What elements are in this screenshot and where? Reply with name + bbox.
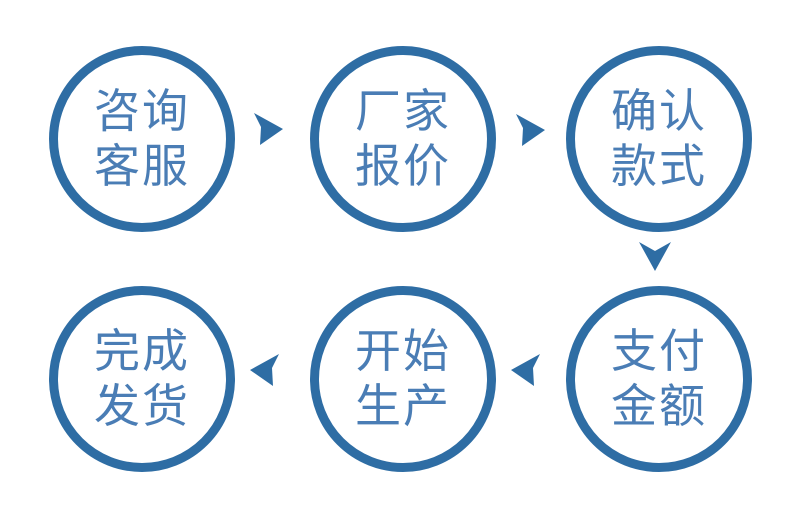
step-label-line: 咨询: [94, 84, 190, 137]
step-consult-support: 咨询 客服: [49, 46, 235, 232]
arrow-right-icon: [516, 114, 545, 146]
step-label-line: 发货: [94, 380, 190, 432]
step-start-production: 开始 生产: [310, 286, 496, 472]
step-complete-shipping: 完成 发货: [49, 286, 235, 472]
step-label-line: 支付: [611, 324, 707, 377]
step-label-line: 完成: [94, 324, 190, 377]
step-confirm-style: 确认 款式: [566, 46, 752, 232]
arrow-right-icon: [254, 113, 283, 145]
step-pay-amount: 支付 金额: [566, 286, 752, 472]
step-label-line: 金额: [611, 380, 707, 432]
step-label-line: 厂家: [355, 84, 451, 137]
step-label-line: 生产: [355, 380, 451, 432]
arrow-left-icon: [250, 354, 279, 386]
step-label-line: 开始: [355, 324, 451, 377]
step-factory-quote: 厂家 报价: [310, 46, 496, 232]
arrow-left-icon: [511, 354, 540, 386]
step-label-line: 确认: [611, 84, 707, 137]
step-label-line: 客服: [94, 140, 190, 192]
step-label-line: 款式: [611, 140, 707, 192]
step-label-line: 报价: [355, 140, 451, 192]
arrow-down-icon: [639, 242, 671, 271]
